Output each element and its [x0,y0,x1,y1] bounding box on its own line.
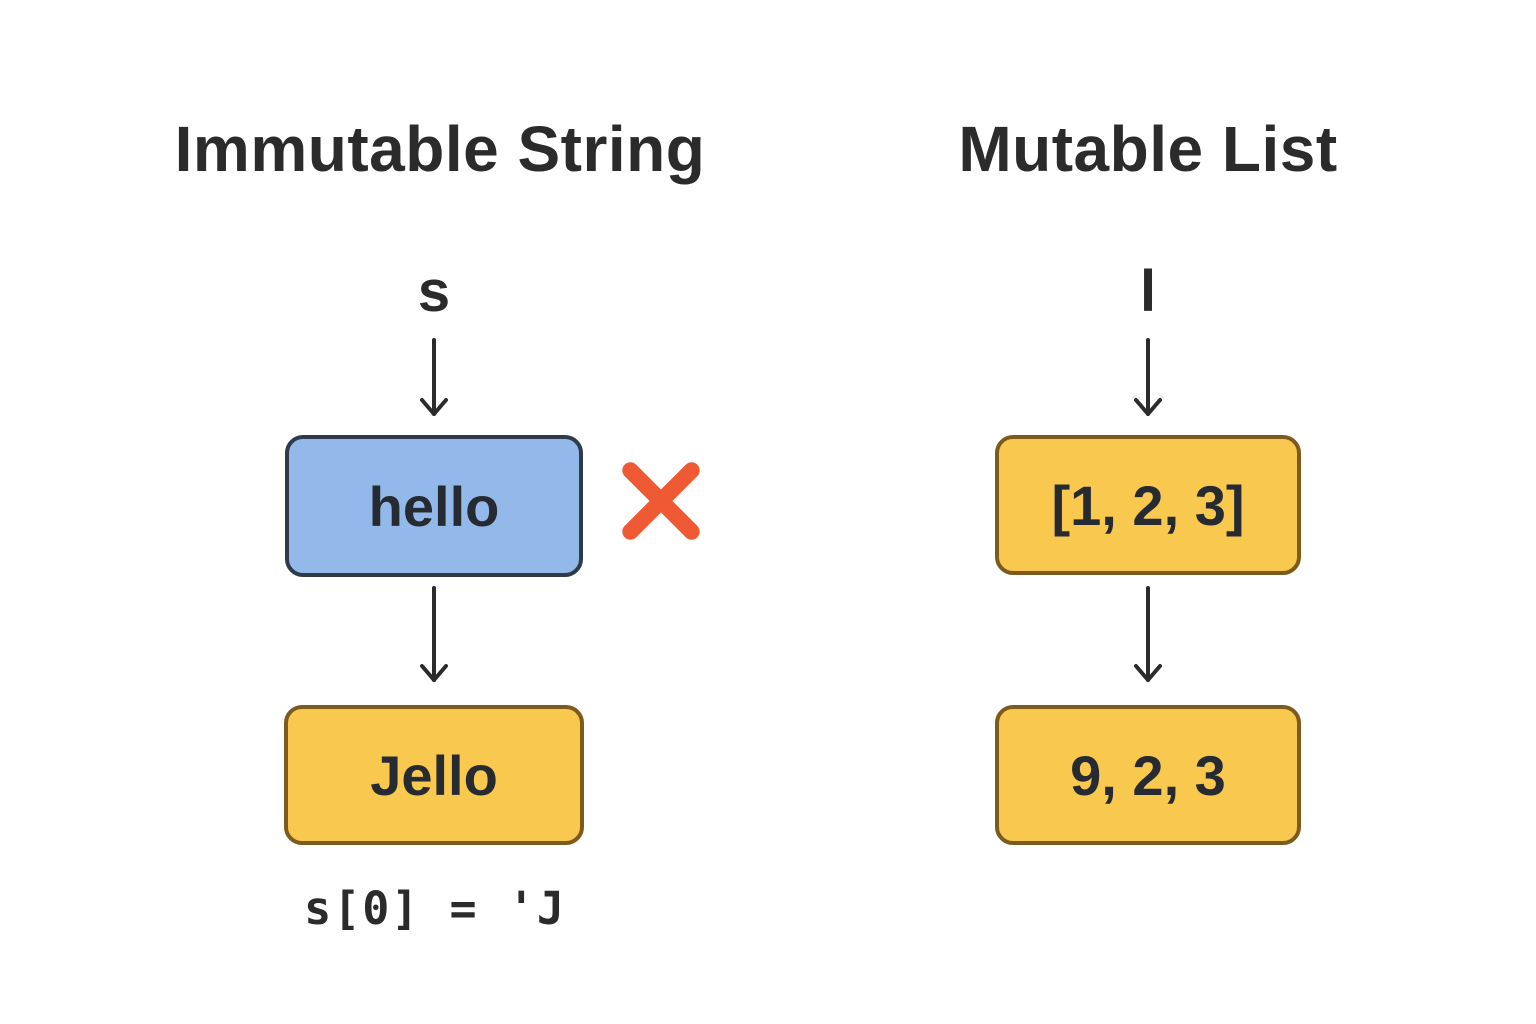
modified-list-label: 9, 2, 3 [1070,743,1226,807]
list-value-label: [1, 2, 3] [1051,473,1245,537]
string-value-box: hello [285,435,583,577]
arrow-down-icon [1134,586,1162,682]
list-value-box: [1, 2, 3] [995,435,1301,575]
modified-string-box: Jello [284,705,584,845]
modified-string-label: Jello [370,743,498,807]
string-value-label: hello [368,474,500,538]
cross-icon [622,462,700,540]
arrow-down-icon [1134,338,1162,416]
arrow-down-icon [420,338,448,416]
arrow-down-icon [420,586,448,682]
mutable-list-title: Mutable List [958,113,1338,185]
variable-label-l: l [1139,259,1157,324]
immutable-string-title: Immutable String [174,113,706,185]
variable-label-s: s [417,259,451,324]
assignment-code: s[0] = 'J [304,882,566,935]
modified-list-box: 9, 2, 3 [995,705,1301,845]
